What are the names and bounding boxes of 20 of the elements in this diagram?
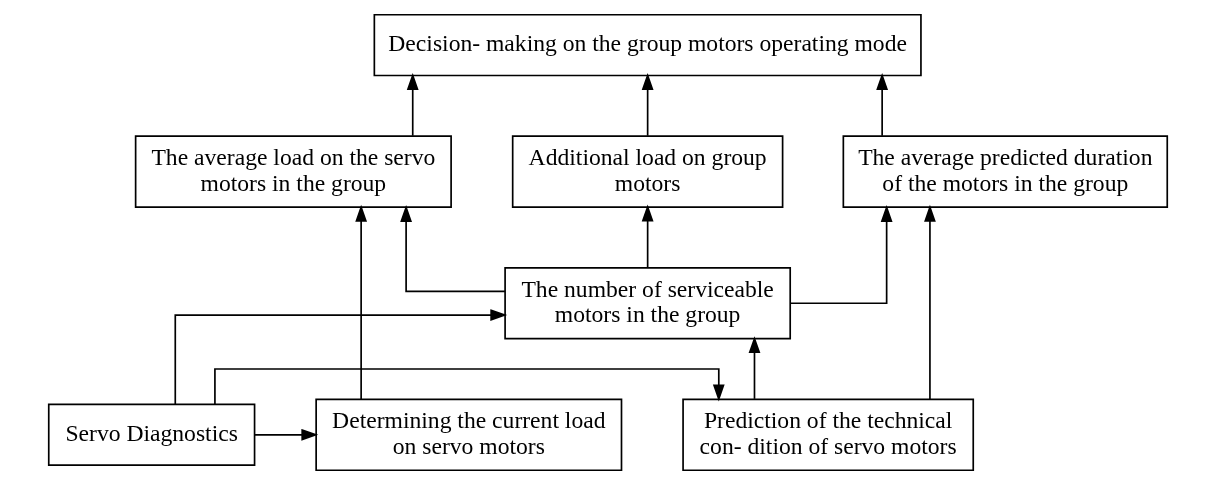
arrow <box>174 309 508 405</box>
arrow <box>924 204 936 401</box>
node-box: Determining the current load on servo motors <box>315 398 623 472</box>
arrow <box>406 73 419 137</box>
node-box: Prediction of the technical con- dition of servo motors <box>682 398 975 472</box>
arrow <box>748 336 761 400</box>
arrow <box>214 368 725 406</box>
arrow <box>641 73 654 137</box>
arrow <box>253 428 319 441</box>
node-box: Servo Diagnostics <box>47 403 256 467</box>
node-box: The average load on the servo motors in the group <box>134 135 452 208</box>
arrow <box>400 205 506 293</box>
node-box: Additional load on group motors <box>511 135 784 208</box>
arrow <box>876 73 889 137</box>
node-box: The number of serviceable motors in the group <box>504 266 792 340</box>
arrow <box>355 204 368 401</box>
node-box: The average predicted duration of the motors in the group <box>842 135 1169 208</box>
arrow <box>641 204 654 269</box>
arrow <box>789 205 893 305</box>
node-box: Decision- making on the group motors operating mode <box>373 13 922 77</box>
